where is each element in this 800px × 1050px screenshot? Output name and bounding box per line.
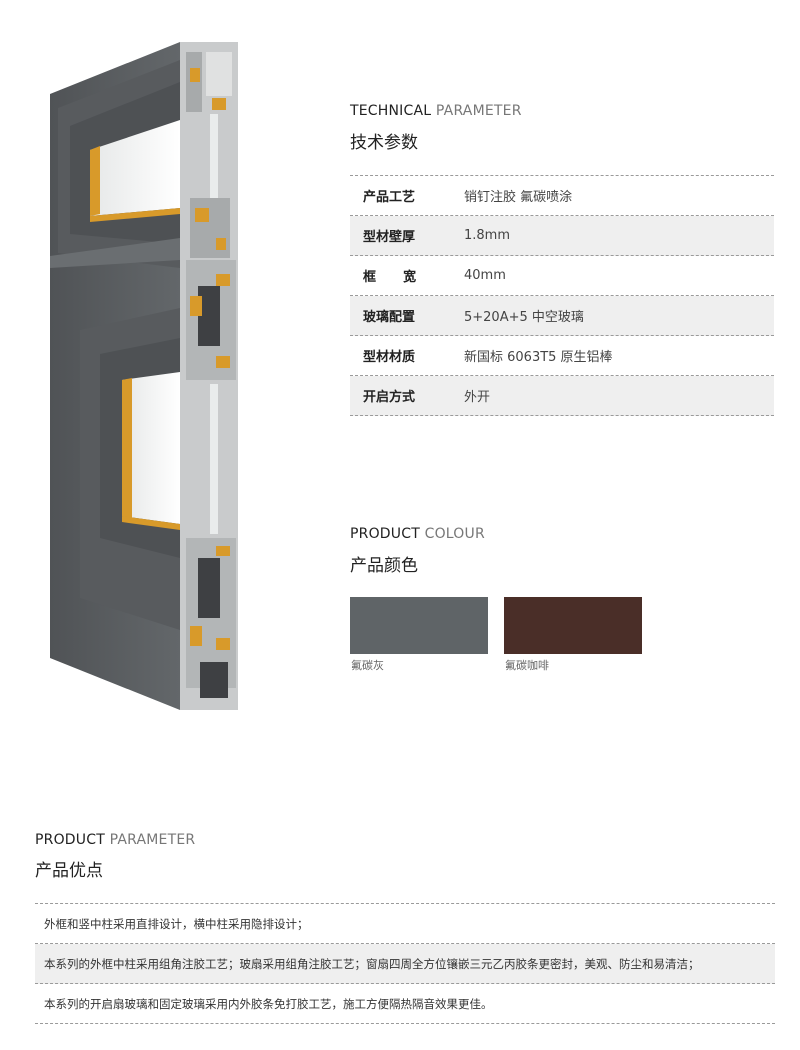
product-title-cn: 产品优点: [35, 861, 103, 881]
table-row: 玻璃配置 5+20A+5 中空玻璃: [350, 296, 774, 336]
row-label: 框 宽: [363, 270, 417, 285]
table-row: 产品工艺 销钉注胶 氟碳喷涂: [350, 176, 774, 216]
list-item: 本系列的开启扇玻璃和固定玻璃采用内外胶条免打胶工艺，施工方便隔热隔音效果更佳。: [35, 984, 775, 1024]
table-row: 开启方式 外开: [350, 376, 774, 416]
row-value: 1.8mm: [464, 228, 511, 243]
list-item: 外框和竖中柱采用直排设计，横中柱采用隐排设计；: [35, 904, 775, 944]
colour-title-en-bold: PRODUCT: [350, 526, 420, 542]
row-label: 型材材质: [363, 350, 416, 365]
colour-title-cn: 产品颜色: [350, 556, 418, 576]
row-label: 玻璃配置: [363, 310, 416, 325]
technical-title-en: TECHNICAL PARAMETER: [350, 103, 522, 119]
technical-title-cn: 技术参数: [350, 133, 418, 153]
technical-parameter-table: 产品工艺 销钉注胶 氟碳喷涂 型材壁厚 1.8mm 框 宽 40mm 玻璃配置 5+20…: [350, 175, 774, 416]
table-row: 型材壁厚 1.8mm: [350, 216, 774, 256]
colour-swatch-grey: [350, 597, 488, 654]
table-row: 型材材质 新国标 6063T5 原生铝棒: [350, 336, 774, 376]
colour-swatch-label: 氟碳咖啡: [505, 659, 549, 672]
row-label: 开启方式: [363, 390, 416, 405]
row-value: 40mm: [464, 268, 506, 283]
row-label: 型材壁厚: [363, 230, 416, 245]
row-value: 外开: [464, 390, 491, 405]
row-value: 销钉注胶 氟碳喷涂: [464, 190, 573, 205]
row-value: 新国标 6063T5 原生铝棒: [464, 350, 613, 365]
table-row: 框 宽 40mm: [350, 256, 774, 296]
colour-swatch-coffee: [504, 597, 642, 654]
product-advantages-list: 外框和竖中柱采用直排设计，横中柱采用隐排设计； 本系列的外框中柱采用组角注胶工艺…: [35, 903, 775, 1024]
technical-title-en-bold: TECHNICAL: [350, 103, 432, 119]
list-item: 本系列的外框中柱采用组角注胶工艺；玻扇采用组角注胶工艺；窗扇四周全方位镶嵌三元乙…: [35, 944, 775, 984]
colour-swatch-label: 氟碳灰: [351, 659, 384, 672]
colour-title-en-light: COLOUR: [419, 526, 485, 542]
product-title-en-light: PARAMETER: [104, 832, 196, 848]
product-title-en-bold: PRODUCT: [35, 832, 105, 848]
product-title-en: PRODUCT PARAMETER: [35, 832, 195, 848]
window-profile-illustration: [40, 38, 260, 718]
colour-title-en: PRODUCT COLOUR: [350, 526, 485, 542]
row-value: 5+20A+5 中空玻璃: [464, 310, 584, 325]
technical-title-en-light: PARAMETER: [431, 103, 522, 119]
row-label: 产品工艺: [363, 190, 416, 205]
